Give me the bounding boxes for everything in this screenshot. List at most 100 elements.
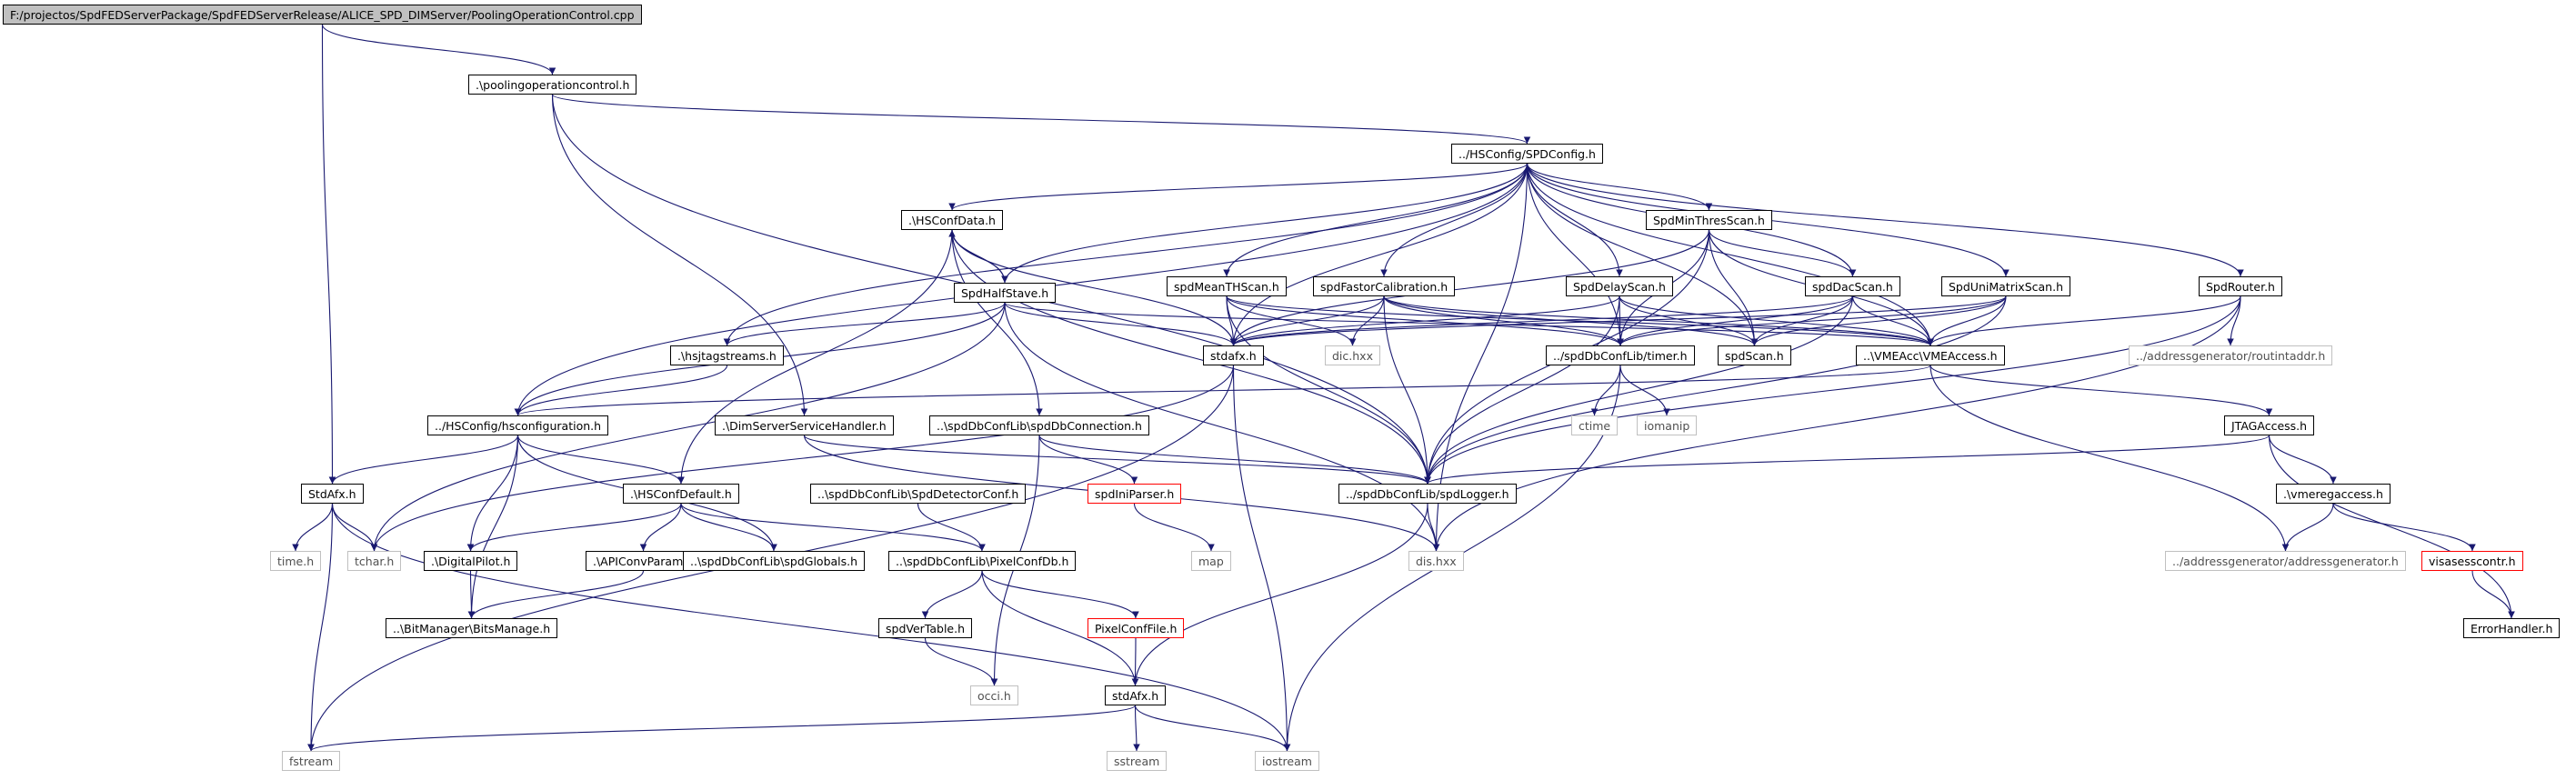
file-node-spdconfig-h[interactable]: ../HSConfig/SPDConfig.h [1451,144,1603,164]
include-edge-spdconfig-to-spdscan [1526,163,1759,346]
include-edge-stdafx_uc-to-timeh [292,503,334,552]
include-edge-spddac-to-vmeaccess [1851,295,1934,346]
file-node-poolingoperationcontrol-h[interactable]: .\poolingoperationcontrol.h [468,75,637,95]
include-edge-spdconfig-to-spdrouter [1526,163,2244,277]
include-edge-stdafx_lc2-to-sstream [1133,705,1140,752]
include-edge-spdrouter-to-vmeaccess [1927,295,2241,346]
include-edge-spdunimatrix-to-vmeaccess [1927,295,2007,346]
file-node-bitsmanage-h[interactable]: ..\BitManager\BitsManage.h [386,618,558,638]
include-edge-vmeregaccess-to-visasess [2332,503,2476,552]
file-node-errorhandler-h[interactable]: ErrorHandler.h [2463,618,2561,638]
system-node-ctime: ctime [1571,415,1619,435]
file-node-hsjtagstreams-h[interactable]: .\hsjtagstreams.h [670,345,784,365]
include-edge-spddelay-to-spdlogger [1424,295,1620,485]
include-edge-stdafx_uc-to-fstream [307,503,334,752]
include-edge-spdfastor-to-vmeaccess [1383,295,1934,346]
file-node-stdafx-upper-h[interactable]: StdAfx.h [301,484,364,504]
include-edge-pixelconfdb-to-stdafx_lc2 [981,570,1139,686]
include-edge-pixelconffile-to-stdafx_lc2 [1131,637,1139,686]
file-node-spdunimatrixscan-h[interactable]: SpdUniMatrixScan.h [1941,276,2070,296]
include-edge-hsconfdata-to-hsconfdefault [677,229,953,485]
include-edge-spdrouter-to-dishxx [1432,295,2241,552]
include-edge-spddac-to-stdafx_lc [1229,295,1854,346]
include-edge-spdconfig-to-stdafx_lc [1229,163,1529,346]
include-edge-spdmeanth-to-vmeaccess [1226,295,1934,346]
file-node-spddetectorconf-h[interactable]: ..\spdDbConfLib\SpdDetectorConf.h [810,484,1027,504]
system-node-routintaddr-h: ../addressgenerator/routintaddr.h [2129,345,2333,365]
file-node-spdscan-h[interactable]: spdScan.h [1718,345,1791,365]
include-edge-spdconfig-to-spdminthres [1526,163,1713,211]
file-node-spdvertable-h[interactable]: spdVerTable.h [878,618,973,638]
edge-layer [292,24,2515,752]
include-edge-pooling-to-dimservice [551,94,808,416]
include-edge-spdfastor-to-spdscan [1383,295,1759,346]
file-node-stdafx-h[interactable]: stdafx.h [1203,345,1264,365]
file-node-vmeregaccess-h[interactable]: .\vmeregaccess.h [2276,484,2391,504]
include-edge-stdafx_lc2-to-iostream [1134,705,1291,752]
file-node-timer-h[interactable]: ../spdDbConfLib/timer.h [1546,345,1695,365]
system-node-time-h: time.h [270,551,322,571]
include-edge-spdunimatrix-to-stdafx_lc [1229,295,2007,346]
include-edge-hsconfdefault-to-spdglobals [680,503,777,552]
file-node-jtagaccess-h[interactable]: JTAGAccess.h [2224,415,2315,435]
system-node-dis-hxx: dis.hxx [1408,551,1464,571]
include-edge-jtagaccess-to-errorhandler [2268,435,2515,619]
include-edge-spddelay-to-spdscan [1619,295,1759,346]
root-file-node[interactable]: F:/projectos/SpdFEDServerPackage/SpdFEDS… [3,5,642,25]
include-edge-spdconfig-to-spdfastor [1380,163,1529,277]
include-edge-apiconvparam-to-bitsmanage [467,570,645,619]
truncated-node-spdiniparser-h[interactable]: spdIniParser.h [1088,484,1182,504]
include-edge-spdlogger-to-dishxx [1427,503,1440,552]
file-node-spdhalfstave-h[interactable]: SpdHalfStave.h [954,283,1057,303]
file-node-hsconfiguration-h[interactable]: ../HSConfig/hsconfiguration.h [427,415,609,435]
include-edge-hsconfiguration-to-digitalpilot [466,435,519,552]
include-edge-spdconfig-to-timer [1526,163,1624,346]
file-node-spdmeanthscan-h[interactable]: spdMeanTHScan.h [1167,276,1287,296]
system-node-iostream: iostream [1255,751,1319,771]
include-edge-spdhalfstave-to-stdafx_lc [1004,302,1238,346]
include-edge-spdconfig-to-vmeaccess [1526,163,1934,346]
include-edge-spdfastor-to-timer [1383,295,1624,346]
include-edge-hsconfiguration-to-hsconfdefault [516,435,685,485]
include-edge-spdrouter-to-spdlogger [1424,295,2241,485]
include-edge-stdafx_lc-to-iostream [1232,365,1291,752]
file-node-spdrouter-h[interactable]: SpdRouter.h [2199,276,2282,296]
file-node-spddbconnection-h[interactable]: ..\spdDbConfLib\spdDbConnection.h [929,415,1149,435]
system-node-iomanip: iomanip [1637,415,1698,435]
file-node-spdminthresscan-h[interactable]: SpdMinThresScan.h [1646,210,1772,230]
include-edge-spddac-to-spdscan [1750,295,1854,346]
file-node-spdlogger-h[interactable]: ../spdDbConfLib/spdLogger.h [1338,484,1517,504]
include-edge-vmeaccess-to-addrgen [1929,365,2290,552]
include-edge-stdafx_lc-to-tcharh [370,365,1235,552]
file-node-spddelayscan-h[interactable]: SpdDelayScan.h [1566,276,1673,296]
include-edge-visasess-to-errorhandler [2471,570,2515,619]
system-node-map: map [1191,551,1231,571]
include-edge-hsconfdefault-to-digitalpilot [466,503,682,552]
include-edge-spdconfig-to-hsjtag [723,163,1529,346]
file-node-spddacscan-h[interactable]: spdDacScan.h [1805,276,1900,296]
file-node-pixelconfdb-h[interactable]: ..\spdDbConfLib\PixelConfDb.h [888,551,1077,571]
truncated-node-visasesscontr-h[interactable]: visasesscontr.h [2421,551,2523,571]
include-edge-spddelay-to-vmeaccess [1619,295,1934,346]
include-edge-spdunimatrix-to-spdscan [1750,295,2007,346]
file-node-hsconfdefault-h[interactable]: .\HSConfDefault.h [623,484,739,504]
file-node-stdafx-lower-h[interactable]: stdAfx.h [1105,685,1167,705]
include-edge-jtagaccess-to-spdlogger [1424,435,2270,485]
file-node-spdfastorcalibration-h[interactable]: spdFastorCalibration.h [1313,276,1456,296]
include-edge-hsjtag-to-hsconfiguration [514,365,728,416]
file-node-digitalpilot-h[interactable]: .\DigitalPilot.h [424,551,518,571]
file-node-hsconfdata-h[interactable]: .\HSConfData.h [901,210,1003,230]
truncated-node-pixelconffile-h[interactable]: PixelConfFile.h [1088,618,1185,638]
file-node-dimserverservicehandler-h[interactable]: .\DimServerServiceHandler.h [715,415,894,435]
include-edge-spdiniparser-to-maph [1133,503,1215,552]
system-node-fstream: fstream [282,751,341,771]
system-node-sstream: sstream [1107,751,1168,771]
include-edge-vmeaccess-to-jtagaccess [1929,365,2273,416]
include-edge-timer-to-ctime [1590,365,1621,416]
file-node-spdglobals-h[interactable]: ..\spdDbConfLib\spdGlobals.h [683,551,866,571]
include-edge-spddbconn-to-spdlogger [1038,435,1431,485]
include-edge-hsconfdefault-to-apiconvparam [639,503,682,552]
include-edge-pooling-to-spdconfig [551,94,1531,145]
file-node-vmeaccess-h[interactable]: ..\VMEAcc\VMEAccess.h [1856,345,2005,365]
include-edge-spdunimatrix-to-timer [1617,295,2007,346]
